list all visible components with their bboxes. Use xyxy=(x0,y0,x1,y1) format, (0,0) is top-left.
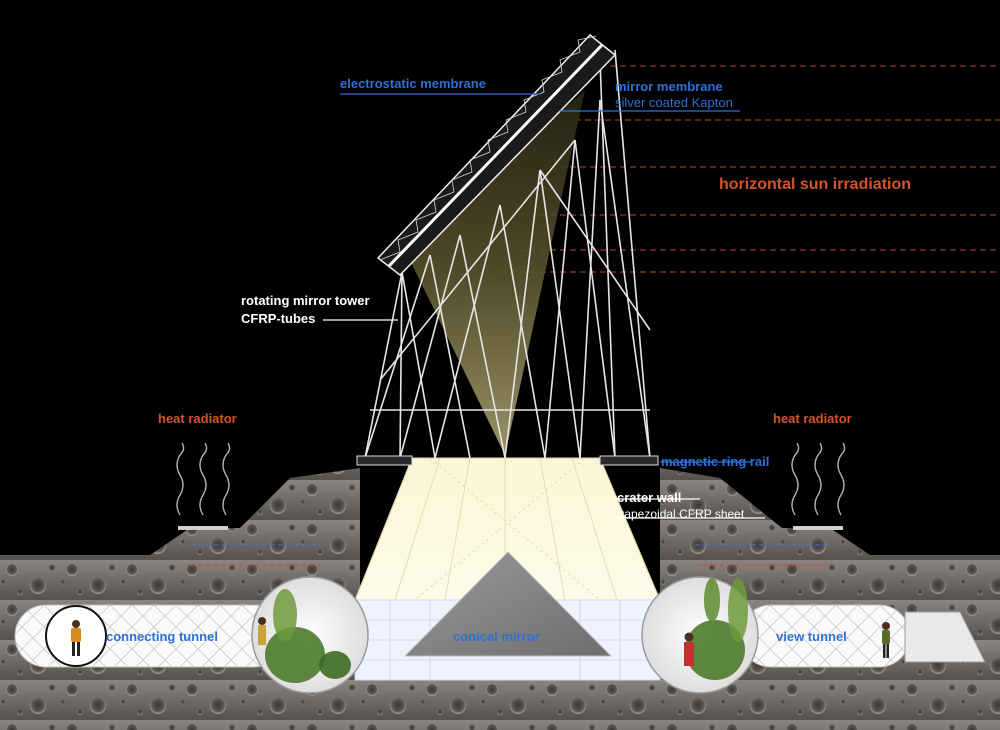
greenhouse-plants-right xyxy=(684,578,748,680)
mirror-membrane-truss xyxy=(376,33,617,277)
crater-wall-ribs xyxy=(394,457,618,601)
horizontal-sun-irradiation-label: horizontal sun irradiation xyxy=(719,176,912,193)
heat-radiator-right-label: heat radiator xyxy=(773,411,852,426)
mirror-membrane-label: mirror membrane xyxy=(615,79,723,94)
crater-wall-label: crater wall xyxy=(617,490,682,505)
silver-coated-kapton-label: silver coated Kapton xyxy=(615,95,733,110)
astronaut-figure-left xyxy=(71,620,81,656)
rotating-mirror-tower xyxy=(364,49,651,459)
trapezoidal-cfrp-sheet-label: trapezoidal CFRP sheet xyxy=(617,507,745,521)
conical-mirror-shape xyxy=(403,551,613,657)
astronaut-figure-right xyxy=(882,622,890,658)
connecting-tunnel-label: connecting tunnel xyxy=(106,629,218,644)
cfrp-tubes-label: CFRP-tubes xyxy=(241,311,316,326)
rotating-mirror-tower-label: rotating mirror tower xyxy=(241,293,370,308)
magnetic-ring-rail-left xyxy=(356,455,413,466)
reflected-light-beam xyxy=(405,90,585,455)
leader-lines xyxy=(323,93,765,519)
heat-radiator-left-label: heat radiator xyxy=(158,411,237,426)
heat-radiator-waves-right xyxy=(791,442,846,516)
magnetic-ring-rail-label: magnetic ring rail xyxy=(661,454,770,469)
conical-mirror-label: conical mirror xyxy=(453,629,540,644)
regolith-base xyxy=(0,680,1000,730)
electrostatic-membrane-label: electrostatic membrane xyxy=(340,76,486,91)
magnetic-ring-rail-right xyxy=(599,455,659,466)
heat-radiator-panel-right xyxy=(793,526,843,530)
view-tunnel-window xyxy=(904,611,986,663)
greenhouse-plants-left xyxy=(258,589,351,683)
conduits xyxy=(190,544,830,566)
heat-radiator-panel-left xyxy=(178,526,228,530)
view-tunnel-label: view tunnel xyxy=(776,629,847,644)
truss-zigzag xyxy=(379,35,597,261)
heat-radiator-waves-left xyxy=(176,442,231,516)
sun-irradiation-lines xyxy=(500,65,1000,273)
